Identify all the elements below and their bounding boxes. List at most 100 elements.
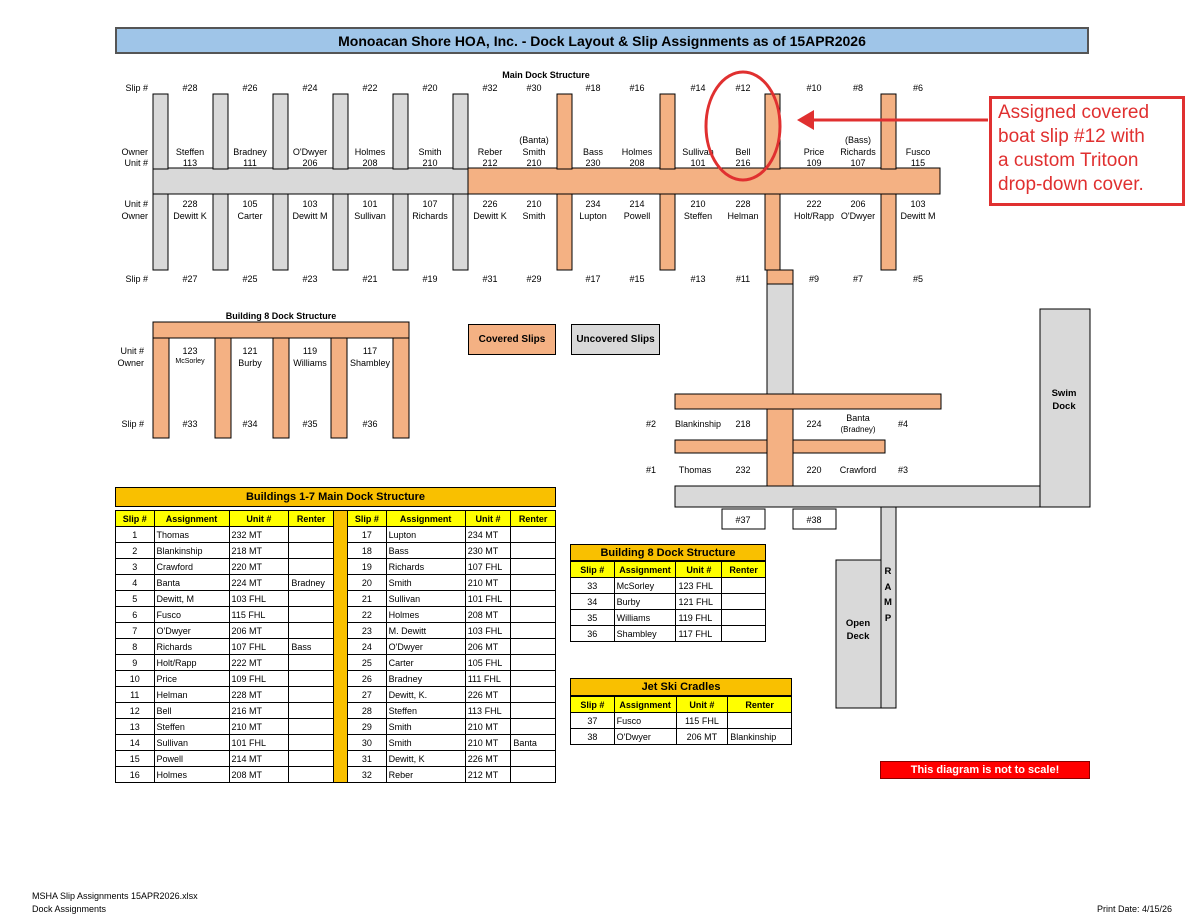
slip-number-top: #28 (182, 83, 198, 93)
slip-number-top: #8 (852, 83, 864, 93)
table-cell: 38 (570, 728, 615, 745)
finger-pier-bottom (332, 193, 349, 271)
table-cell (288, 750, 334, 767)
table-cell: 113 FHL (464, 702, 512, 719)
slip-unit-bottom: 105 (242, 199, 258, 209)
table-cell (510, 654, 556, 671)
table-cell: Steffen (385, 702, 466, 719)
table-cell: 22 (347, 606, 387, 623)
table-cell: 20 (347, 574, 387, 591)
lower-stem (766, 408, 794, 487)
column-header: Slip # (115, 510, 155, 527)
column-header: Slip # (570, 561, 615, 578)
footer-file: MSHA Slip Assignments 15APR2026.xlsx (32, 891, 198, 901)
bldg8-slip-unit: 121 (242, 346, 258, 356)
bldg8-slip-unit: 117 (362, 346, 378, 356)
slip-1-owner: Thomas (678, 465, 712, 475)
table-cell: 208 MT (464, 606, 512, 623)
table-cell (721, 625, 766, 642)
table-cell: Blankinship (153, 542, 230, 559)
table-jet-title: Jet Ski Cradles (570, 678, 792, 696)
slip-number-bottom: #29 (526, 274, 542, 284)
swim-dock (1039, 308, 1091, 508)
table-cell: Bradney (288, 574, 334, 591)
finger-pier-top (659, 93, 676, 170)
slip-number-top: #14 (690, 83, 706, 93)
slip-38-label: #38 (806, 515, 822, 525)
table-cell (288, 718, 334, 735)
finger-pier-top (272, 93, 289, 170)
column-header: Unit # (675, 561, 723, 578)
table-cell: 222 MT (228, 654, 290, 671)
table-cell: 4 (115, 574, 155, 591)
bldg8-slip-unit: 123 (182, 346, 198, 356)
table-cell: 230 MT (464, 542, 512, 559)
row-label-unit-top: Unit # (124, 158, 148, 168)
table-cell: 32 (347, 766, 387, 783)
slip-unit-top: 111 (243, 158, 257, 168)
table-cell: 6 (115, 606, 155, 623)
row-label-slip-top: Slip # (125, 83, 148, 93)
table-cell: McSorley (613, 577, 677, 594)
slip-unit-top: 210 (526, 158, 542, 168)
slip-owner-bottom: Dewitt K (173, 211, 207, 221)
table-cell: O'Dwyer (153, 622, 230, 639)
slip-unit-bottom: 226 (482, 199, 498, 209)
column-header: Assignment (153, 510, 230, 527)
bldg8-slip-slip: #35 (302, 419, 318, 429)
slip-number-top: #22 (362, 83, 378, 93)
table-cell: Holt/Rapp (153, 654, 230, 671)
table-cell: 13 (115, 718, 155, 735)
finger-pier-top (764, 93, 781, 170)
table-cell: 107 FHL (228, 638, 290, 655)
table-cell: 34 (570, 593, 615, 610)
table-cell (288, 702, 334, 719)
table-divider (332, 510, 349, 783)
bldg8-slip-slip: #33 (182, 419, 198, 429)
slip-number-top: #32 (482, 83, 498, 93)
slip-number-top: #12 (735, 83, 751, 93)
table-cell: 7 (115, 622, 155, 639)
table-cell: Sullivan (385, 590, 466, 607)
bldg8-walkway (152, 321, 410, 339)
table-cell: M. Dewitt (385, 622, 466, 639)
table-cell: Dewitt, K (385, 750, 466, 767)
table-cell: 101 FHL (228, 734, 290, 751)
finger-pier-bottom (212, 193, 229, 271)
table-cell (510, 590, 556, 607)
finger-pier-bottom (392, 193, 409, 271)
bldg8-dock-label: Building 8 Dock Structure (225, 311, 337, 321)
slip-4-renter: (Bradney) (840, 425, 876, 434)
slip-owner-top: Smith (522, 147, 546, 157)
table-cell: 10 (115, 670, 155, 687)
table-cell: 226 MT (464, 686, 512, 703)
table-cell: 29 (347, 718, 387, 735)
lower-walkway (674, 485, 1091, 508)
slip-owner-top: Holmes (354, 147, 386, 157)
table-cell: Blankinship (727, 728, 792, 745)
slip-unit-bottom: 107 (422, 199, 438, 209)
slip-number-top: #30 (526, 83, 542, 93)
table-cell: 3 (115, 558, 155, 575)
table-cell: Fusco (613, 712, 677, 729)
table-cell: Lupton (385, 526, 466, 543)
table-cell: Bell (153, 702, 230, 719)
row-label-unit-bottom: Unit # (124, 199, 148, 209)
table-cell: 19 (347, 558, 387, 575)
slip-37-label: #37 (735, 515, 751, 525)
table-cell: 210 MT (228, 718, 290, 735)
table-cell: 8 (115, 638, 155, 655)
table-cell (288, 766, 334, 783)
slip-owner-top: Reber (477, 147, 503, 157)
table-cell: 9 (115, 654, 155, 671)
table-cell (288, 686, 334, 703)
table-cell (510, 558, 556, 575)
slip-owner-bottom: Powell (623, 211, 651, 221)
